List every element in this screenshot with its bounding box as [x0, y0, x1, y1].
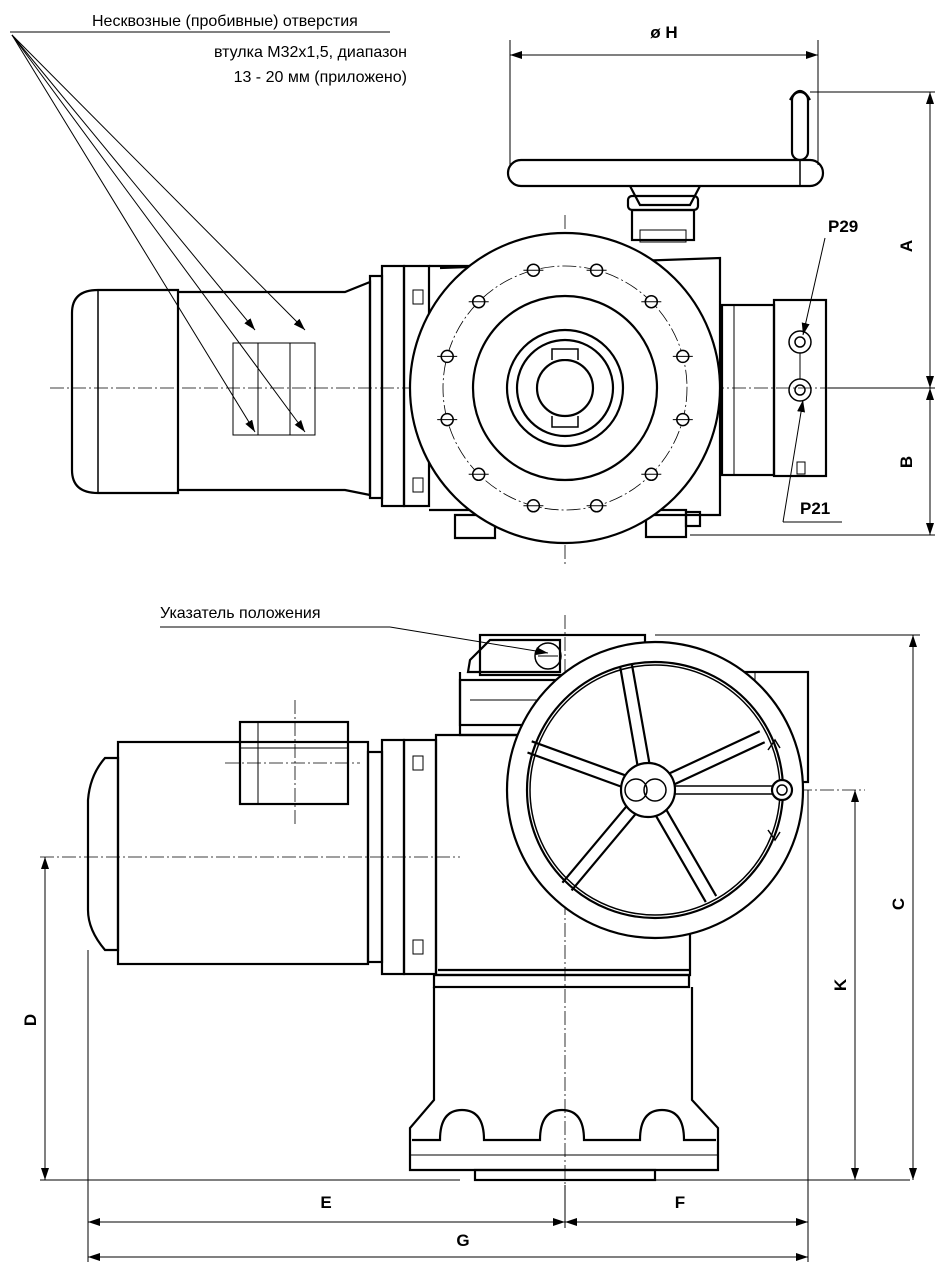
port-P21-label: P21 — [800, 499, 830, 518]
knockouts-note-line3: 13 - 20 мм (приложено) — [234, 69, 407, 86]
knockouts-note-line2: втулка М32х1,5, диапазон — [214, 44, 407, 61]
front-dimensions — [40, 634, 920, 1262]
switch-box-top — [720, 298, 828, 478]
dim-K-label: K — [831, 978, 850, 991]
dim-E-label: E — [320, 1193, 331, 1212]
handwheel-top — [506, 89, 825, 243]
position-indicator-leader — [160, 626, 549, 655]
dim-A-B — [690, 91, 935, 536]
handwheel-spoke — [667, 730, 766, 786]
dim-F-label: F — [675, 1193, 685, 1212]
port-leaders — [782, 237, 842, 523]
base-front — [408, 973, 720, 1182]
handwheel-spoke — [527, 740, 627, 789]
handwheel-spokes — [527, 664, 766, 903]
handwheel-spoke — [561, 804, 638, 892]
flange-bolt-holes — [437, 263, 693, 513]
dim-H — [509, 40, 819, 165]
port-P29-label: P29 — [828, 217, 858, 236]
motor-front — [86, 700, 370, 966]
dim-H-label: ø H — [650, 23, 677, 42]
dim-D-label: D — [21, 1014, 40, 1026]
handwheel-spoke — [619, 664, 651, 767]
dim-G-label: G — [456, 1231, 469, 1250]
handwheel-front — [505, 640, 805, 940]
dim-C-label: C — [889, 898, 908, 910]
motor-top — [70, 280, 372, 497]
top-view — [10, 31, 935, 565]
position-indicator-label: Указатель положения — [160, 605, 321, 622]
knockout-leaders — [10, 31, 390, 433]
handwheel-spoke — [654, 808, 718, 903]
front-view — [40, 615, 920, 1262]
output-flange-top — [408, 231, 722, 545]
knockouts-note-line1: Несквозные (пробивные) отверстия — [92, 13, 358, 30]
dim-A-label: A — [897, 240, 916, 252]
dim-B-label: B — [897, 456, 916, 468]
